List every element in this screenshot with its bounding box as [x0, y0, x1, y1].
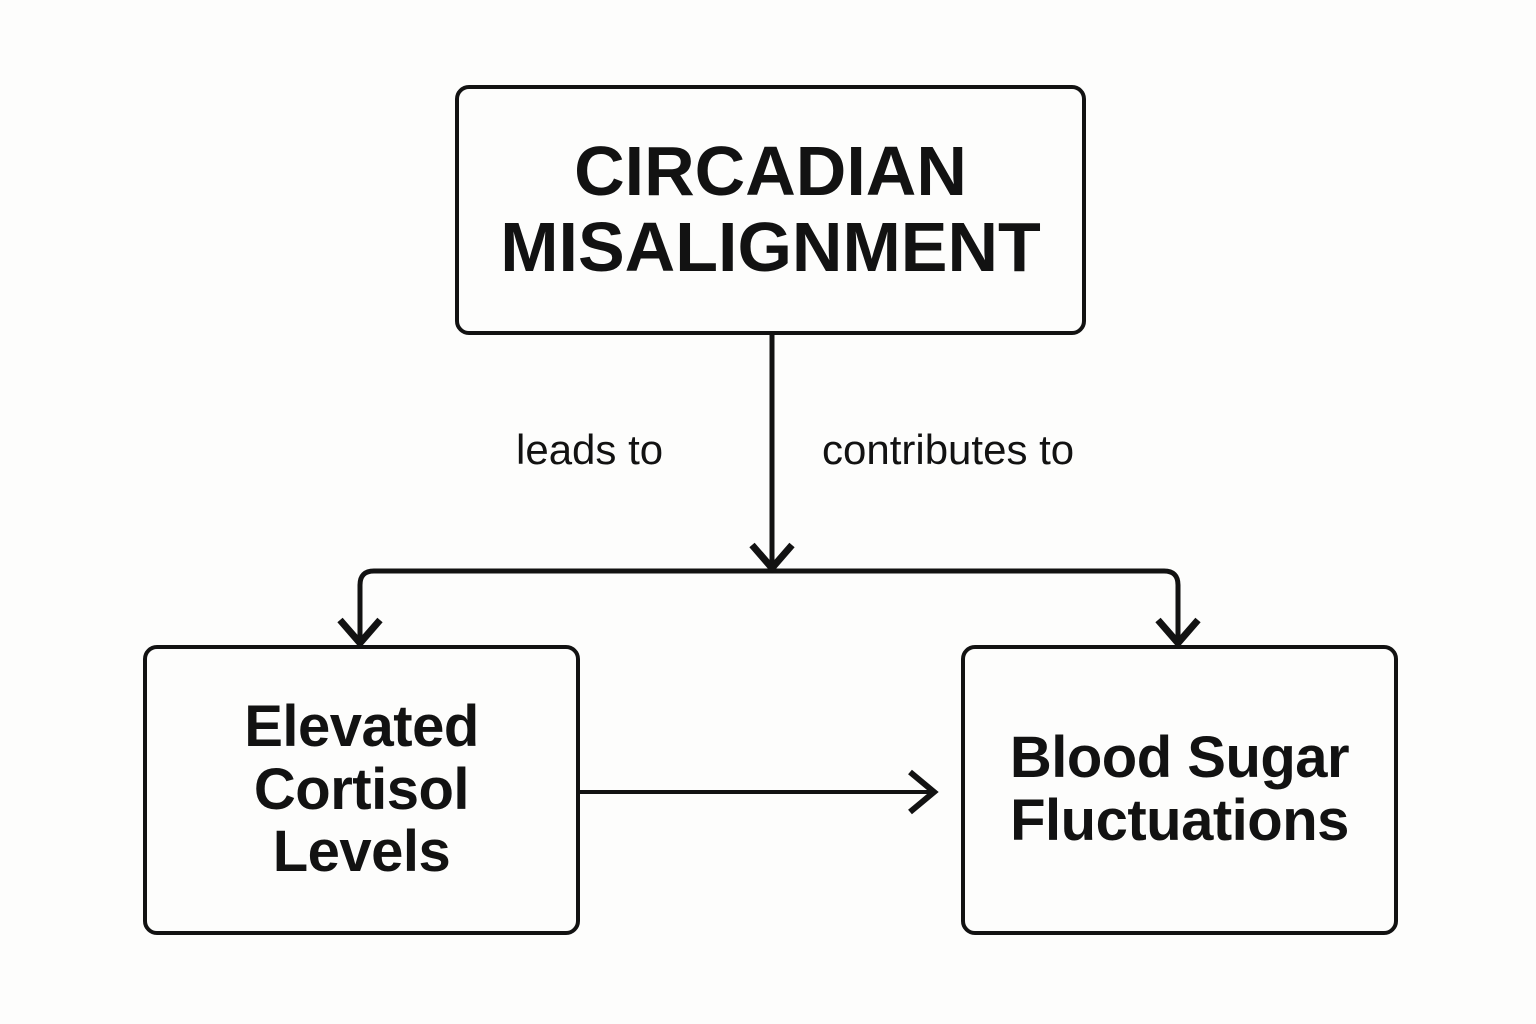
edge-label-leads-to: leads to: [516, 426, 664, 473]
arrowhead-cortisol-to-bloodsugar: [908, 769, 939, 815]
connector-bus: [357, 568, 1181, 645]
node-blood-sugar-fluctuations-label: Blood Sugar Fluctuations: [1009, 725, 1350, 853]
node-elevated-cortisol-levels[interactable]: Elevated Cortisol Levels: [143, 645, 580, 935]
arrowhead-to-cortisol: [337, 617, 383, 649]
node-elevated-cortisol-levels-label: Elevated Cortisol Levels: [244, 694, 479, 885]
arrowhead-trunk-to-bus: [749, 542, 795, 574]
node-circadian-misalignment[interactable]: CIRCADIAN MISALIGNMENT: [455, 85, 1086, 335]
edge-label-contributes-to: contributes to: [822, 426, 1075, 473]
arrowhead-to-bloodsugar: [1155, 617, 1201, 649]
node-blood-sugar-fluctuations[interactable]: Blood Sugar Fluctuations: [961, 645, 1398, 935]
node-circadian-misalignment-label: CIRCADIAN MISALIGNMENT: [500, 132, 1041, 286]
